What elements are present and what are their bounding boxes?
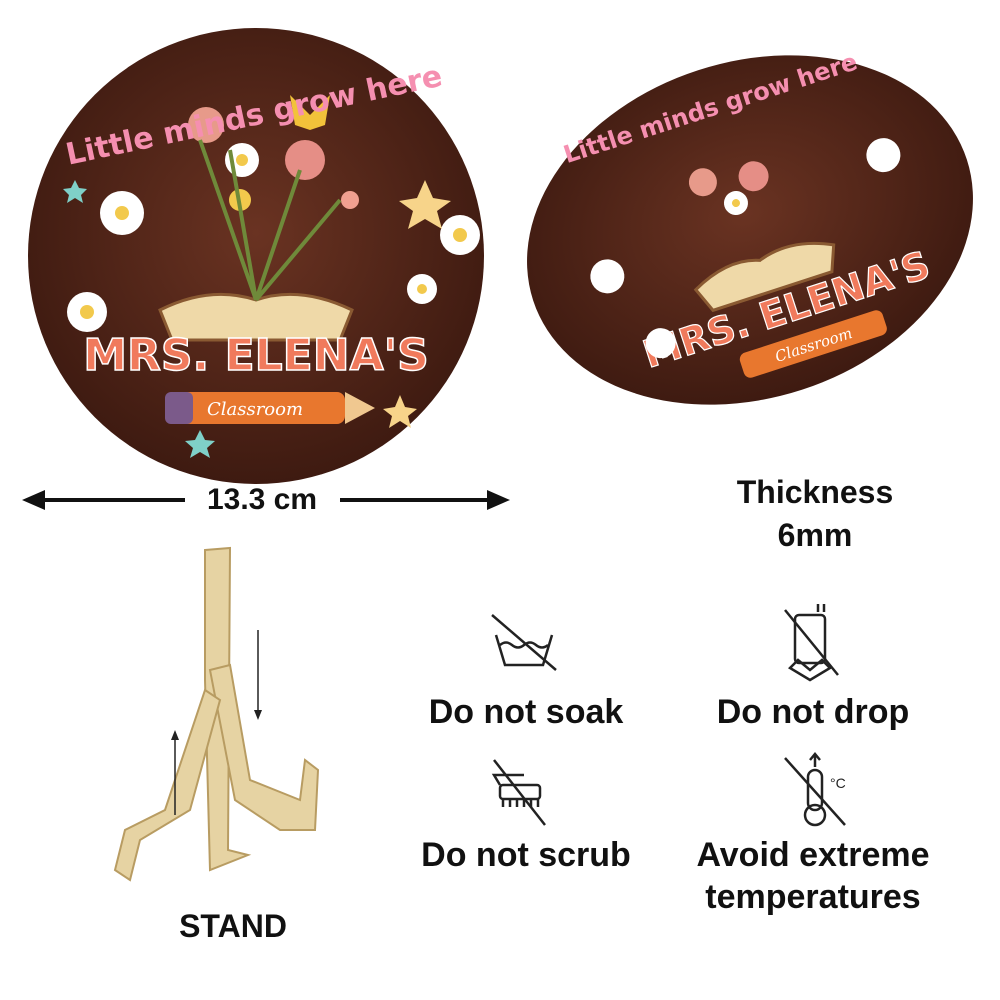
no-soak-icon xyxy=(491,614,557,671)
care-label-temperature-1: Avoid extreme xyxy=(696,836,930,874)
stand-label: STAND xyxy=(179,908,287,944)
book-icon xyxy=(158,292,354,342)
sign-subtitle: Classroom xyxy=(207,399,303,420)
care-label-temperature-2: temperatures xyxy=(705,878,921,916)
sign-name: MRS. ELENA'S xyxy=(83,330,429,381)
no-extreme-temperature-icon: °C xyxy=(784,752,846,827)
care-label-drop: Do not drop xyxy=(716,693,910,731)
diameter-label: 13.3 cm xyxy=(206,483,318,516)
care-label-soak: Do not soak xyxy=(428,693,624,731)
round-sign-front: MRS. ELENA'S Classroom Little minds grow… xyxy=(28,28,484,484)
pencil-icon xyxy=(165,392,345,424)
thickness-label: Thickness xyxy=(736,474,894,510)
thickness-value: 6mm xyxy=(777,517,853,553)
flower-bouquet xyxy=(188,95,359,302)
round-sign-angled: MRS. ELENA'S Classroom Little minds grow… xyxy=(527,48,973,405)
dimension-arrow xyxy=(22,490,510,510)
no-drop-icon xyxy=(784,604,839,682)
care-label-scrub: Do not scrub xyxy=(421,836,631,874)
no-scrub-icon xyxy=(491,759,546,826)
stand-image xyxy=(113,546,320,882)
svg-text:°C: °C xyxy=(830,775,846,791)
